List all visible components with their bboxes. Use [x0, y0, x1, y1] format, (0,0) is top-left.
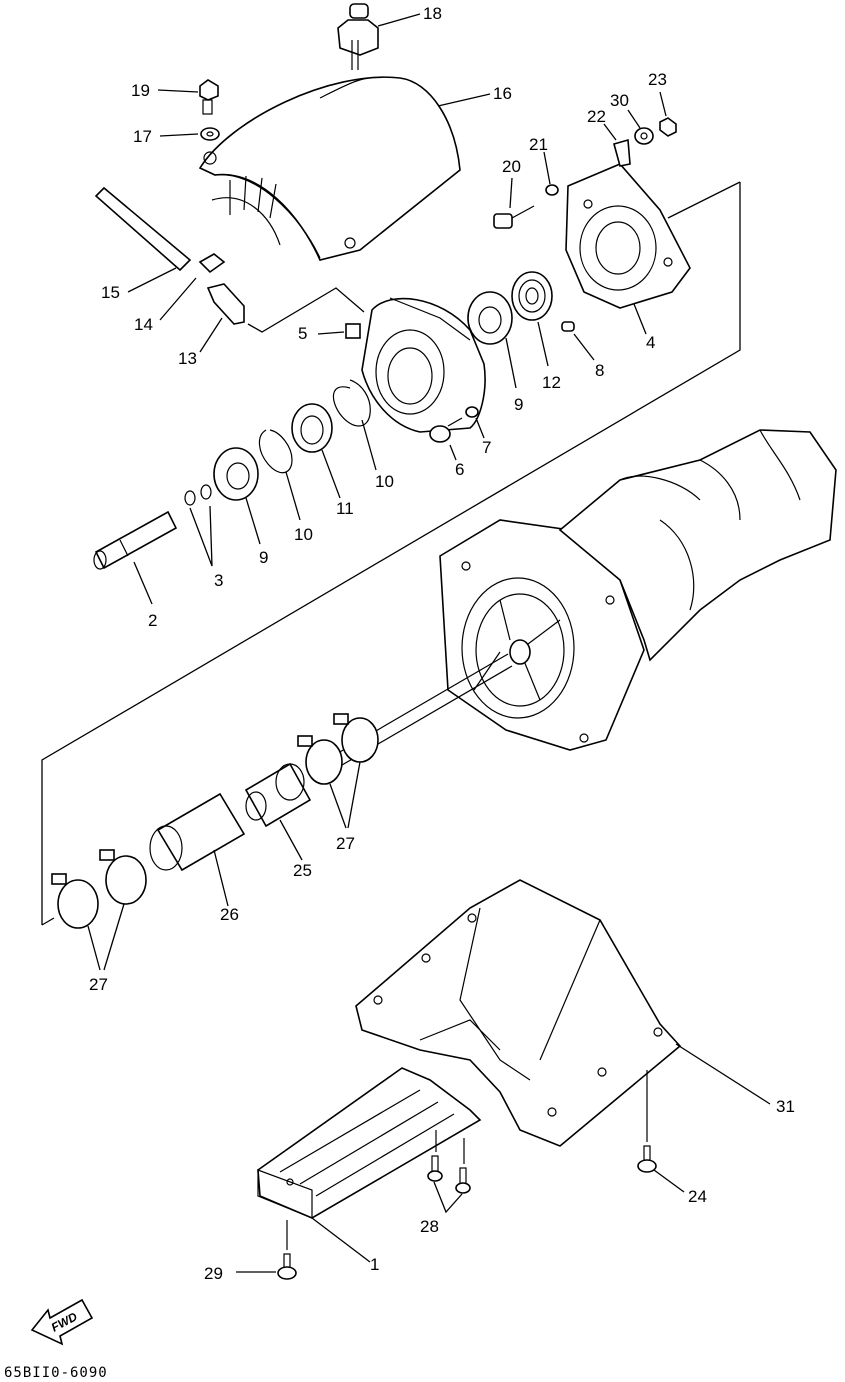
part-26-hose [149, 792, 246, 907]
callout-21: 21 [529, 135, 548, 154]
part-29-screw [236, 1220, 297, 1280]
callout-27-upper: 27 [336, 834, 355, 853]
part-14-clip [159, 253, 226, 321]
part-27-clamp-upper-a [333, 713, 379, 829]
part-10-circlip-upper [332, 379, 377, 471]
part-28-screws [427, 1130, 471, 1214]
part-21-washer [543, 151, 559, 196]
part-24-screw [637, 1070, 685, 1193]
part-20-bolt [493, 177, 535, 229]
part-9-bearing-upper [467, 291, 517, 389]
part-19-bolt [157, 79, 219, 115]
fwd-arrow-icon: FWD [30, 1298, 94, 1346]
part-13-valve [199, 283, 365, 353]
part-17-washer [159, 127, 220, 141]
callout-24: 24 [688, 1187, 707, 1206]
callout-29: 29 [204, 1264, 223, 1283]
callout-27-lower: 27 [89, 975, 108, 994]
part-25-boot [244, 762, 312, 861]
part-3-orings [184, 484, 213, 567]
callout-23: 23 [648, 70, 667, 89]
callout-10-upper: 10 [375, 472, 394, 491]
callout-13: 13 [178, 349, 197, 368]
part-4-flange [565, 163, 691, 335]
callout-30: 30 [610, 91, 629, 110]
callout-31: 31 [776, 1097, 795, 1116]
part-10-circlip-lower [258, 429, 301, 521]
callout-19: 19 [131, 81, 150, 100]
callout-2: 2 [148, 611, 157, 630]
callout-12: 12 [542, 373, 561, 392]
part-27-clamp-upper-b [297, 735, 347, 829]
part-8-pin [561, 321, 595, 361]
part-9-bearing-lower [213, 447, 261, 545]
part-23-nut [659, 91, 677, 137]
bearing-housing [361, 297, 486, 433]
callout-4: 4 [646, 333, 655, 352]
callout-20: 20 [502, 157, 521, 176]
part-15-rod [94, 186, 192, 293]
callout-10-lower: 10 [294, 525, 313, 544]
callout-28: 28 [420, 1217, 439, 1236]
callout-9-upper: 9 [514, 395, 523, 414]
part-18-bracket [337, 3, 421, 70]
part-27-clamp-lower-b [51, 873, 101, 971]
callout-9-lower: 9 [259, 548, 268, 567]
part-27-clamp-lower-a [99, 849, 147, 971]
callout-8: 8 [595, 361, 604, 380]
part-7-washer [465, 406, 485, 439]
part-5-clip [317, 323, 361, 339]
part-2-shaft [93, 510, 178, 605]
callout-15: 15 [101, 283, 120, 302]
callout-labels: 18 19 16 17 23 30 22 21 20 15 14 5 4 13 … [89, 4, 795, 1283]
callout-22: 22 [587, 107, 606, 126]
part-6-bolt [429, 417, 463, 461]
part-11-bearing [291, 403, 341, 499]
pump-housing [439, 429, 837, 751]
part-1-grate [257, 1067, 482, 1263]
callout-6: 6 [455, 460, 464, 479]
callout-14: 14 [134, 315, 153, 334]
callout-7: 7 [482, 438, 491, 457]
callout-3: 3 [214, 571, 223, 590]
part-31-ride-plate [355, 879, 771, 1147]
part-12-seal [511, 271, 553, 367]
callout-11: 11 [336, 499, 354, 518]
diagram-code: 65BII0-6090 [4, 1365, 108, 1381]
callout-26: 26 [220, 905, 239, 924]
callout-17: 17 [133, 127, 152, 146]
part-30-washer [627, 109, 654, 145]
part-16-top-cover [198, 76, 491, 261]
assembly-boundary-outline [41, 181, 741, 926]
callout-16: 16 [493, 84, 512, 103]
callout-1: 1 [370, 1255, 379, 1274]
part-22-bracket [603, 123, 631, 167]
callout-5: 5 [298, 324, 307, 343]
callout-25: 25 [293, 861, 312, 880]
callout-18: 18 [423, 4, 442, 23]
